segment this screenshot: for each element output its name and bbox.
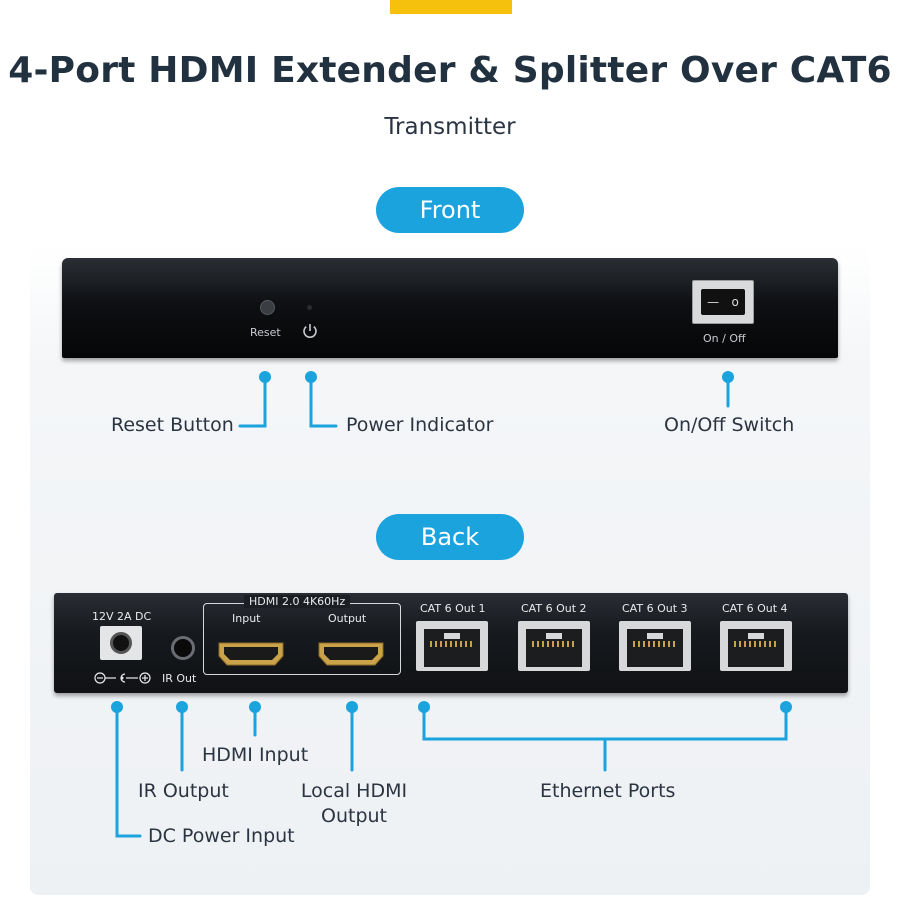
page-subtitle: Transmitter xyxy=(384,114,516,140)
rj45-port-2[interactable] xyxy=(518,621,590,671)
connector-reset xyxy=(238,375,267,428)
callout-local-hdmi-line1: Local HDMI xyxy=(300,780,408,802)
cat-port-label-2: CAT 6 Out 2 xyxy=(521,602,587,615)
ir-label: IR Out xyxy=(162,672,197,685)
power-icon xyxy=(303,324,317,338)
switch-off-glyph: — xyxy=(707,295,720,309)
page-title: 4-Port HDMI Extender & Splitter Over CAT… xyxy=(8,50,892,91)
hdmi-port-group: HDMI 2.0 4K60Hz Input Output xyxy=(203,595,401,675)
callout-on-off-switch: On/Off Switch xyxy=(664,414,795,436)
cat-port-label-3: CAT 6 Out 3 xyxy=(622,602,688,615)
connector-ethernet xyxy=(422,705,788,741)
dc-label: 12V 2A DC xyxy=(92,610,152,623)
accent-bar xyxy=(390,0,512,14)
callout-ethernet-ports: Ethernet Ports xyxy=(540,780,676,802)
reset-button[interactable] xyxy=(260,300,275,315)
back-section-label: Back xyxy=(376,514,524,560)
ir-out-jack[interactable] xyxy=(171,636,195,660)
dc-polarity-icon xyxy=(94,672,151,684)
power-led xyxy=(307,305,312,310)
switch-label: On / Off xyxy=(703,332,746,345)
callout-local-hdmi-output: Local HDMI Output xyxy=(290,779,418,829)
callout-power-indicator: Power Indicator xyxy=(346,414,494,436)
cat-port-label-1: CAT 6 Out 1 xyxy=(420,602,486,615)
hdmi-output-label: Output xyxy=(328,612,367,625)
callout-dc-power-input: DC Power Input xyxy=(148,825,295,847)
front-device-panel: Reset — o On / Off xyxy=(62,258,838,358)
rj45-port-1[interactable] xyxy=(416,621,488,671)
hdmi-group-label: HDMI 2.0 4K60Hz xyxy=(244,595,351,608)
callout-local-hdmi-line2: Output xyxy=(321,805,387,827)
reset-label: Reset xyxy=(250,326,281,339)
back-device-panel: 12V 2A DC IR Out HDMI 2.0 4K60Hz Input O… xyxy=(54,593,848,693)
connector-power xyxy=(309,375,338,428)
callout-ir-output: IR Output xyxy=(138,780,229,802)
front-section-label: Front xyxy=(376,187,524,233)
hdmi-output-port[interactable] xyxy=(318,642,384,666)
dc-power-jack[interactable] xyxy=(100,626,142,660)
on-off-switch[interactable]: — o xyxy=(692,280,754,324)
callout-reset-button: Reset Button xyxy=(111,414,234,436)
rj45-port-3[interactable] xyxy=(619,621,691,671)
hdmi-input-port[interactable] xyxy=(218,642,284,666)
callout-hdmi-input: HDMI Input xyxy=(202,744,309,766)
hdmi-input-label: Input xyxy=(232,612,261,625)
rj45-port-4[interactable] xyxy=(720,621,792,671)
switch-on-glyph: o xyxy=(731,295,739,309)
connector-dc xyxy=(115,705,142,838)
cat-port-label-4: CAT 6 Out 4 xyxy=(722,602,788,615)
